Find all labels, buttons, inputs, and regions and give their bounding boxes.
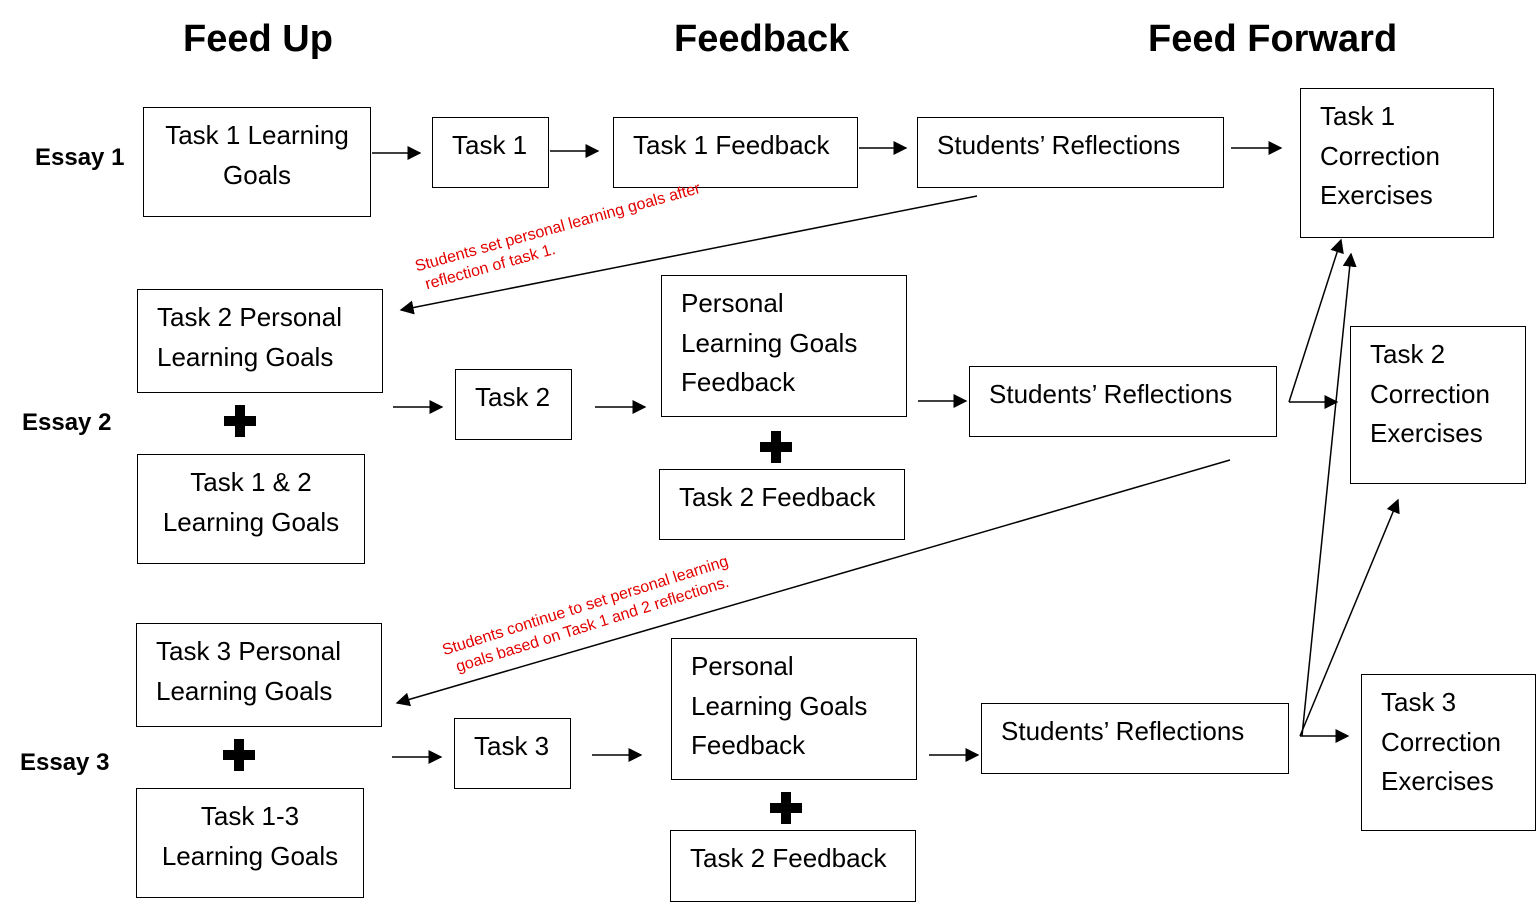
essay2-personal-feedback-line2: Learning Goals — [681, 327, 858, 358]
essay2-task-feedback-box: Task 2 Feedback — [659, 469, 905, 540]
essay3-task-feedback-box: Task 2 Feedback — [670, 830, 916, 902]
header-feed-up: Feed Up — [183, 18, 333, 60]
plus-icon — [760, 431, 792, 463]
task3-box: Task 3 — [454, 718, 571, 789]
plus-icon — [224, 405, 256, 437]
task3-correction-line2: Correction — [1381, 726, 1501, 757]
task1-3-learning-goals-line2: Learning Goals — [161, 840, 339, 871]
task1-2-learning-goals-line2: Learning Goals — [162, 506, 340, 537]
essay-1-label: Essay 1 — [35, 144, 125, 171]
task1-feedback-label: Task 1 Feedback — [633, 130, 830, 160]
essay2-reflections-label: Students’ Reflections — [989, 379, 1233, 409]
task1-feedback-box: Task 1 Feedback — [613, 117, 858, 188]
header-feedback: Feedback — [674, 18, 850, 60]
essay1-reflections-box: Students’ Reflections — [917, 117, 1224, 188]
task1-correction-line2: Correction — [1320, 140, 1440, 171]
plus-icon — [223, 739, 255, 771]
essay3-personal-feedback-line1: Personal — [691, 651, 794, 681]
task2-correction-line2: Correction — [1370, 378, 1490, 409]
essay-3-label: Essay 3 — [20, 749, 110, 776]
task2-personal-goals-line1: Task 2 Personal — [157, 302, 342, 332]
arrow-reflect1-goals2 — [399, 195, 978, 315]
task1-label: Task 1 — [452, 130, 528, 160]
task3-label: Task 3 — [474, 731, 550, 761]
essay3-task-feedback-label: Task 2 Feedback — [690, 843, 887, 873]
task1-learning-goals-line2: Goals — [223, 159, 291, 190]
arrow-reflect3-correct1 — [1301, 252, 1357, 737]
task2-box: Task 2 — [455, 369, 572, 440]
task3-personal-goals-line1: Task 3 Personal — [156, 636, 341, 666]
task2-personal-goals-box: Task 2 Personal Learning Goals — [137, 289, 383, 393]
arrow-reflect3-correct2 — [1299, 498, 1400, 737]
essay1-reflections-label: Students’ Reflections — [937, 130, 1181, 160]
header-feed-forward: Feed Forward — [1148, 18, 1398, 60]
task1-3-learning-goals-box: Task 1-3 Learning Goals — [136, 788, 364, 898]
essay3-personal-feedback-box: Personal Learning Goals Feedback — [671, 638, 917, 780]
task1-box: Task 1 — [432, 117, 549, 188]
essay2-personal-feedback-line1: Personal — [681, 288, 784, 318]
arrow-reflect2-goals3 — [395, 459, 1231, 707]
task2-correction-box: Task 2 Correction Exercises — [1350, 326, 1526, 484]
task3-personal-goals-box: Task 3 Personal Learning Goals — [136, 623, 382, 727]
arrow-reflect2-correct1 — [1288, 238, 1344, 403]
essay2-task-feedback-label: Task 2 Feedback — [679, 482, 876, 512]
plus-icon — [770, 792, 802, 824]
essay2-personal-feedback-line3: Feedback — [681, 367, 796, 397]
essay3-personal-feedback-line2: Learning Goals — [691, 690, 868, 721]
task3-personal-goals-line2: Learning Goals — [156, 675, 333, 706]
task1-3-learning-goals-line1: Task 1-3 — [200, 801, 300, 831]
task1-correction-line3: Exercises — [1320, 180, 1433, 210]
task3-correction-line1: Task 3 — [1381, 687, 1457, 717]
task1-2-learning-goals-line1: Task 1 & 2 — [190, 467, 312, 497]
essay2-personal-feedback-box: Personal Learning Goals Feedback — [661, 275, 907, 417]
task2-label: Task 2 — [475, 382, 551, 412]
task1-2-learning-goals-box: Task 1 & 2 Learning Goals — [137, 454, 365, 564]
essay2-reflections-box: Students’ Reflections — [969, 366, 1277, 437]
task3-correction-line3: Exercises — [1381, 766, 1494, 796]
task1-correction-line1: Task 1 — [1320, 101, 1396, 131]
task2-correction-line1: Task 2 — [1370, 339, 1446, 369]
essay3-reflections-label: Students’ Reflections — [1001, 716, 1245, 746]
task1-learning-goals-line1: Task 1 Learning — [165, 120, 349, 150]
task3-correction-box: Task 3 Correction Exercises — [1361, 674, 1536, 831]
task1-learning-goals-box: Task 1 Learning Goals — [143, 107, 371, 217]
task1-correction-box: Task 1 Correction Exercises — [1300, 88, 1494, 238]
essay3-reflections-box: Students’ Reflections — [981, 703, 1289, 774]
task2-personal-goals-line2: Learning Goals — [157, 341, 334, 372]
essay-2-label: Essay 2 — [22, 409, 112, 436]
essay3-personal-feedback-line3: Feedback — [691, 730, 806, 760]
task2-correction-line3: Exercises — [1370, 418, 1483, 448]
